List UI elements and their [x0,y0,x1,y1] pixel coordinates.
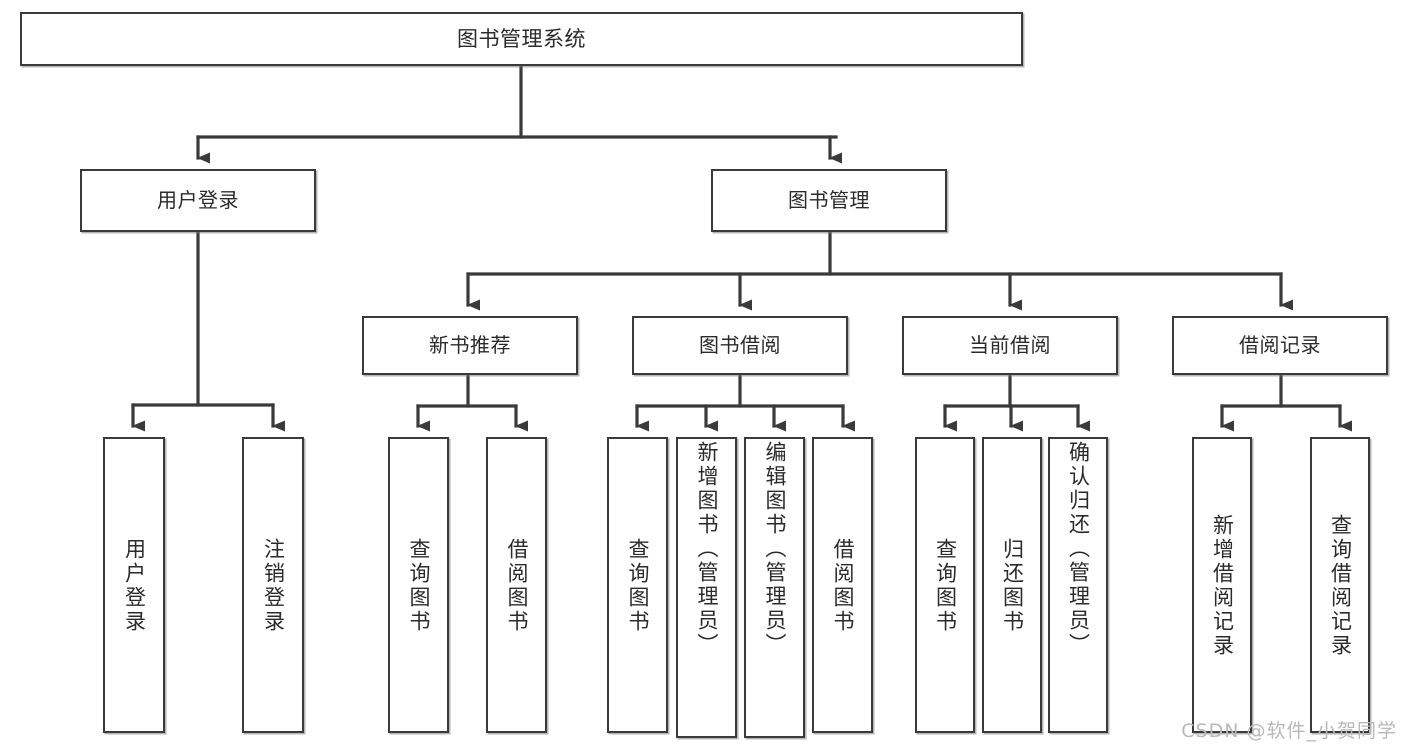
leaf-query-book-rec[interactable]: 查询图书 [388,437,449,733]
node-user-login-label: 用户登录 [157,188,239,212]
node-book-management-label: 图书管理 [788,188,870,212]
leaf-borrow-book[interactable]: 借阅图书 [812,437,873,733]
leaf-add-borrow-record-label: 新增借阅记录 [1210,514,1235,658]
leaf-logout-label: 注销登录 [261,538,286,634]
node-root-label: 图书管理系统 [457,26,586,51]
leaf-query-book-borrow-label: 查询图书 [625,538,650,634]
node-new-book-recommend-label: 新书推荐 [429,333,511,357]
node-current-borrow-label: 当前借阅 [969,333,1051,357]
leaf-edit-book-admin-label: 编辑图书（管理员） [762,441,787,657]
node-book-management[interactable]: 图书管理 [711,169,947,232]
leaf-borrow-book-rec-label: 借阅图书 [504,538,529,634]
leaf-logout[interactable]: 注销登录 [242,437,304,733]
node-root[interactable]: 图书管理系统 [20,12,1023,66]
leaf-query-borrow-record-label: 查询借阅记录 [1328,514,1353,658]
leaf-confirm-return-admin[interactable]: 确认归还（管理员） [1048,437,1108,733]
node-book-borrow[interactable]: 图书借阅 [632,316,848,375]
leaf-query-borrow-record[interactable]: 查询借阅记录 [1310,437,1370,733]
leaf-user-login-label: 用户登录 [122,538,147,634]
leaf-query-book-current[interactable]: 查询图书 [915,437,975,733]
leaf-confirm-return-admin-label: 确认归还（管理员） [1066,441,1091,657]
node-borrow-record[interactable]: 借阅记录 [1172,316,1388,375]
leaf-query-book-borrow[interactable]: 查询图书 [607,437,668,733]
node-new-book-recommend[interactable]: 新书推荐 [362,316,578,375]
leaf-query-book-rec-label: 查询图书 [406,538,431,634]
leaf-add-book-admin[interactable]: 新增图书（管理员） [676,437,737,738]
node-current-borrow[interactable]: 当前借阅 [902,316,1118,375]
node-book-borrow-label: 图书借阅 [699,333,781,357]
leaf-add-borrow-record[interactable]: 新增借阅记录 [1192,437,1252,733]
leaf-edit-book-admin[interactable]: 编辑图书（管理员） [744,437,805,738]
leaf-query-book-current-label: 查询图书 [933,538,958,634]
node-user-login[interactable]: 用户登录 [80,169,316,232]
leaf-borrow-book-rec[interactable]: 借阅图书 [486,437,547,733]
leaf-user-login[interactable]: 用户登录 [103,437,165,733]
leaf-return-book[interactable]: 归还图书 [982,437,1042,733]
leaf-borrow-book-label: 借阅图书 [830,538,855,634]
leaf-add-book-admin-label: 新增图书（管理员） [694,441,719,657]
node-borrow-record-label: 借阅记录 [1239,333,1321,357]
leaf-return-book-label: 归还图书 [1000,538,1025,634]
